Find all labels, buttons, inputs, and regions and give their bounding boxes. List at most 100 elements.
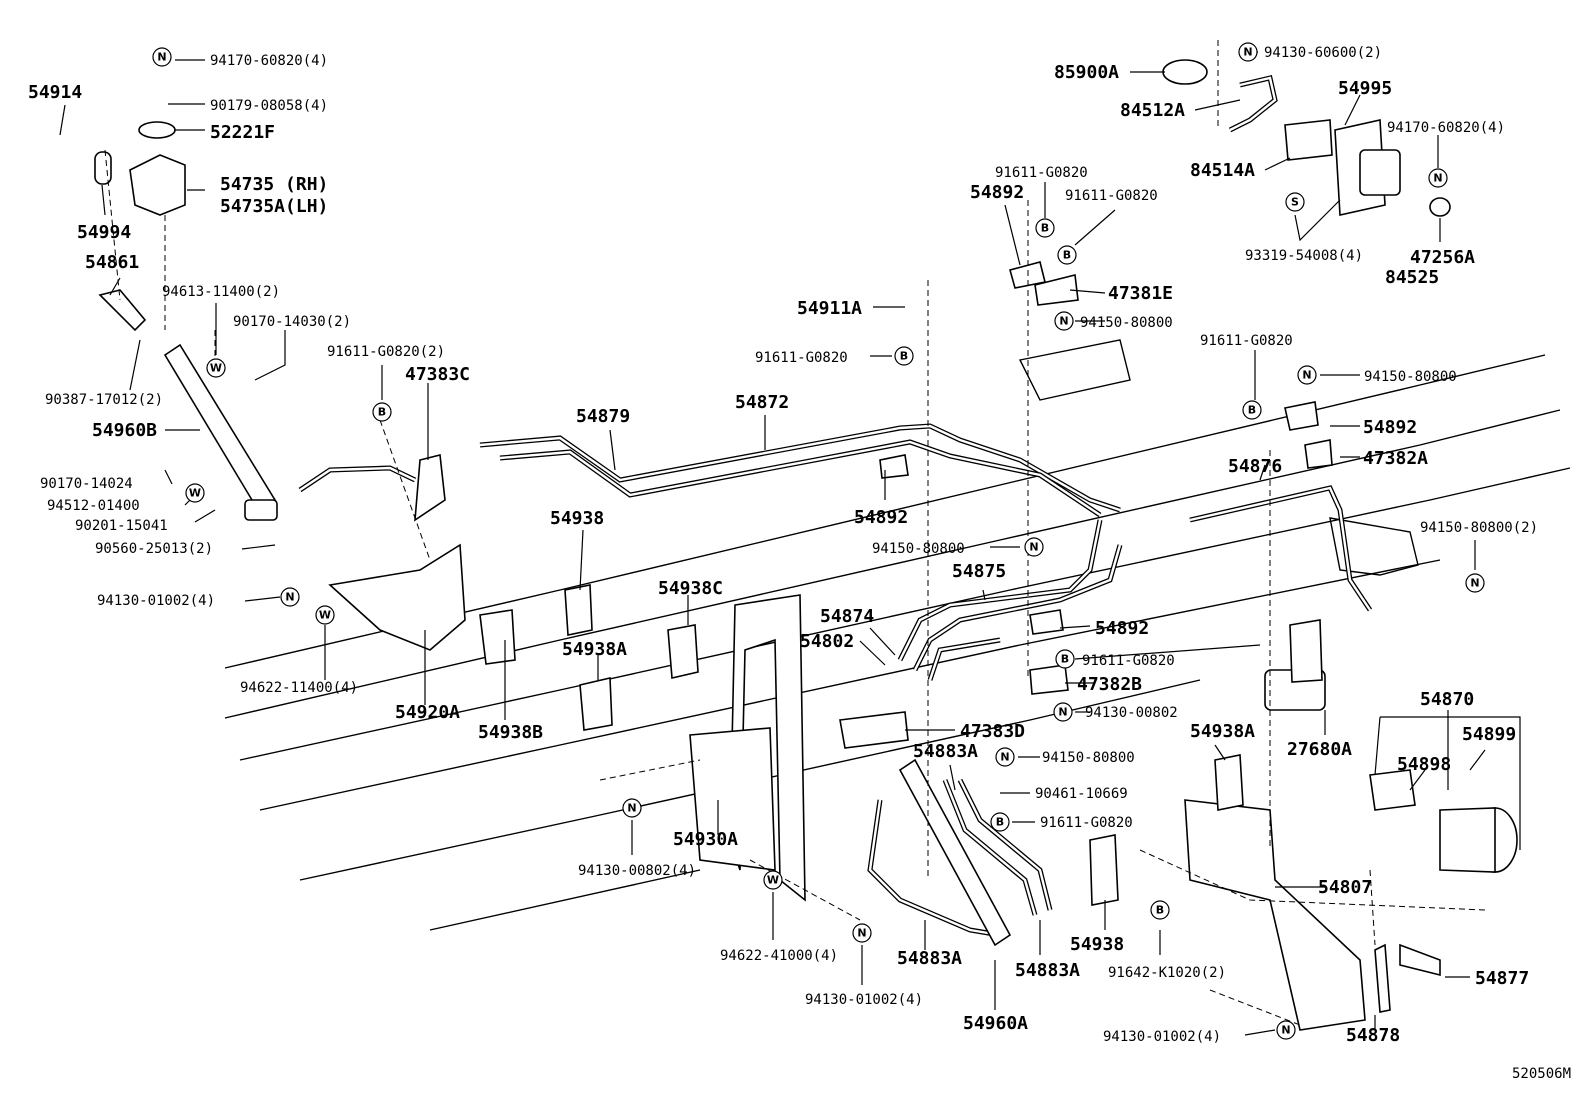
callout-54938A-mid: 54938A — [562, 639, 627, 660]
callout-54930A: 54930A — [673, 829, 738, 850]
svg-text:N: N — [1059, 315, 1068, 328]
callout-84512A: 84512A — [1120, 100, 1185, 121]
callout-54861: 54861 — [85, 252, 139, 273]
callout-90170-14030-2: 90170-14030(2) — [233, 314, 351, 330]
callout-54938-low: 54938 — [1070, 934, 1124, 955]
callout-90461-10669: 90461-10669 — [1035, 786, 1128, 802]
badge-n-12: N — [852, 923, 872, 943]
callout-47383D: 47383D — [960, 721, 1025, 742]
svg-text:N: N — [1058, 706, 1067, 719]
svg-text:N: N — [627, 802, 636, 815]
svg-text:N: N — [1029, 541, 1038, 554]
badge-n-1: N — [152, 47, 172, 67]
callout-91611-G0820-top2: 91611-G0820 — [1065, 188, 1158, 204]
callout-54938: 54938 — [550, 508, 604, 529]
callout-54892-low: 54892 — [1095, 618, 1149, 639]
callout-94130-00802-4: 94130-00802(4) — [578, 863, 696, 879]
chassis-frame — [224, 339, 1571, 931]
svg-text:B: B — [378, 406, 386, 419]
callout-54883A-br: 54883A — [1015, 960, 1080, 981]
callout-52221F: 52221F — [210, 122, 275, 143]
assembly-guides — [104, 40, 1486, 1026]
badge-n-11: N — [622, 798, 642, 818]
svg-text:B: B — [900, 350, 908, 363]
svg-text:W: W — [319, 609, 331, 622]
callout-47381E: 47381E — [1108, 283, 1173, 304]
badge-b-8: B — [1150, 900, 1170, 920]
badge-b-3: B — [894, 346, 914, 366]
svg-text:N: N — [857, 927, 866, 940]
callout-54960A: 54960A — [963, 1013, 1028, 1034]
svg-text:S: S — [1291, 196, 1299, 209]
badge-n-13: N — [1276, 1020, 1296, 1040]
badge-b-1: B — [1035, 218, 1055, 238]
badge-s-1: S — [1285, 192, 1305, 212]
badge-b-4: B — [372, 402, 392, 422]
svg-text:W: W — [767, 874, 779, 887]
callout-54883A-bl: 54883A — [897, 948, 962, 969]
callout-54899: 54899 — [1462, 724, 1516, 745]
callout-54920A: 54920A — [395, 702, 460, 723]
callout-labels: 54914 94170-60820(4) 90179-08058(4) 5222… — [28, 45, 1571, 1082]
callout-85900A: 85900A — [1054, 62, 1119, 83]
callout-90170-14024: 90170-14024 — [40, 476, 133, 492]
callout-94170-60820-4-right: 94170-60820(4) — [1387, 120, 1505, 136]
callout-54875: 54875 — [952, 561, 1006, 582]
callout-54911A: 54911A — [797, 298, 862, 319]
parts — [94, 59, 1518, 1031]
callout-94622-11400-4: 94622-11400(4) — [240, 680, 358, 696]
callout-94150-80800-2: 94150-80800(2) — [1420, 520, 1538, 536]
svg-text:N: N — [1433, 172, 1442, 185]
callout-90387-17012-2: 90387-17012(2) — [45, 392, 163, 408]
badge-n-3: N — [1428, 168, 1448, 188]
badge-b-2: B — [1057, 245, 1077, 265]
badge-n-7: N — [1465, 573, 1485, 593]
callout-54938C: 54938C — [658, 578, 723, 599]
callout-54994: 54994 — [77, 222, 131, 243]
callout-94130-01002-4-left: 94130-01002(4) — [97, 593, 215, 609]
svg-text:N: N — [1281, 1024, 1290, 1037]
callout-94150-80800-right: 94150-80800 — [1364, 369, 1457, 385]
callout-94622-41000-4: 94622-41000(4) — [720, 948, 838, 964]
callout-94130-00802: 94130-00802 — [1085, 705, 1178, 721]
svg-text:N: N — [285, 591, 294, 604]
callout-54876: 54876 — [1228, 456, 1282, 477]
callout-91611-G0820-right: 91611-G0820 — [1200, 333, 1293, 349]
badge-b-5: B — [1242, 400, 1262, 420]
badge-b-6: B — [1055, 649, 1075, 669]
callout-94512-01400: 94512-01400 — [47, 498, 140, 514]
callout-94130-01002-4-mid: 94130-01002(4) — [805, 992, 923, 1008]
callout-94130-60600-2: 94130-60600(2) — [1264, 45, 1382, 61]
badge-w-4: W — [763, 870, 783, 890]
badge-w-2: W — [185, 483, 205, 503]
badge-n-8: N — [280, 587, 300, 607]
callout-54735A: 54735A(LH) — [220, 196, 328, 217]
callout-94150-80800-mid: 94150-80800 — [872, 541, 965, 557]
callout-47383C: 47383C — [405, 364, 470, 385]
diagram-code: 520506M — [1512, 1066, 1571, 1082]
callout-54914: 54914 — [28, 82, 82, 103]
callout-84525: 84525 — [1385, 267, 1439, 288]
badge-b-7: B — [990, 812, 1010, 832]
svg-text:N: N — [1000, 751, 1009, 764]
svg-text:B: B — [996, 816, 1004, 829]
svg-text:B: B — [1061, 653, 1069, 666]
callout-91642-K1020-2: 91642-K1020(2) — [1108, 965, 1226, 981]
badge-n-4: N — [1054, 311, 1074, 331]
callout-54883A-top: 54883A — [913, 741, 978, 762]
callout-90560-25013-2: 90560-25013(2) — [95, 541, 213, 557]
callout-54872: 54872 — [735, 392, 789, 413]
callout-47382B: 47382B — [1077, 674, 1142, 695]
svg-text:N: N — [1470, 577, 1479, 590]
svg-text:N: N — [1302, 369, 1311, 382]
badge-n-10: N — [995, 747, 1015, 767]
callout-54874: 54874 — [820, 606, 874, 627]
callout-54938B: 54938B — [478, 722, 543, 743]
callout-90201-15041: 90201-15041 — [75, 518, 168, 534]
callout-54807: 54807 — [1318, 877, 1372, 898]
badge-w-1: W — [206, 358, 226, 378]
callout-94150-80800-low: 94150-80800 — [1042, 750, 1135, 766]
callout-91611-G0820-low: 91611-G0820 — [1082, 653, 1175, 669]
svg-text:W: W — [189, 487, 201, 500]
callout-54960B: 54960B — [92, 420, 157, 441]
